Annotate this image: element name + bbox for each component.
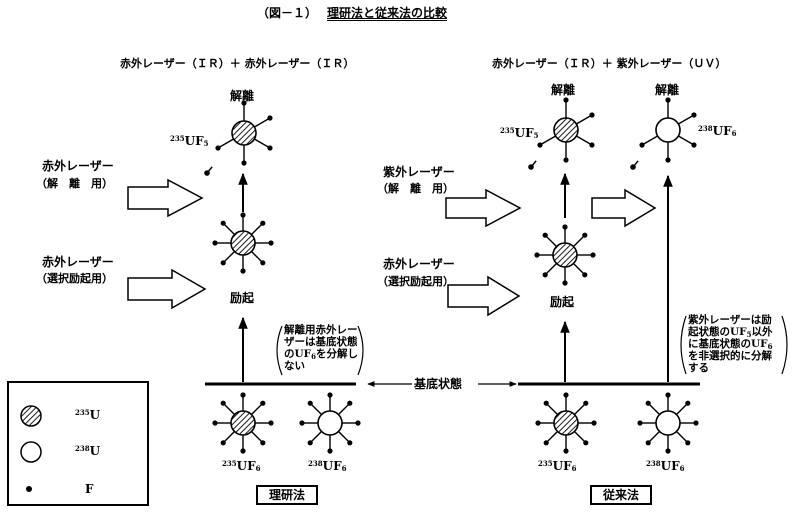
riken-note: 解離用赤外レー ザーは基底状態 のUF6を分解し ない bbox=[284, 324, 358, 372]
legend-u235-symbol bbox=[20, 405, 42, 427]
riken-mol2-label: 238UF6 bbox=[308, 459, 347, 473]
conv-mol1-label: 235UF6 bbox=[538, 459, 577, 473]
conv-released-f-atom-2 bbox=[630, 160, 639, 170]
conv-ground-uf6-238 bbox=[637, 392, 699, 454]
conv-note-bracket-left bbox=[680, 315, 687, 375]
conv-excited-molecule bbox=[534, 224, 596, 286]
conv-uf5-molecule bbox=[537, 97, 595, 163]
riken-mol1-label: 235UF6 bbox=[222, 459, 261, 473]
legend-symbols bbox=[20, 405, 42, 492]
conv-released-f-atom-1 bbox=[528, 160, 537, 170]
legend-u235-label: 235U bbox=[75, 408, 101, 422]
conv-method-label: 従来法 bbox=[590, 485, 652, 505]
conv-dissociation-right-label: 解離 bbox=[655, 83, 680, 97]
conv-uv-sub: （解 離 用） bbox=[377, 182, 454, 195]
riken-ir-excite-arrow bbox=[127, 268, 207, 310]
conv-mol2-label: 238UF6 bbox=[646, 459, 685, 473]
riken-ir-dissoc-label: 赤外レーザー bbox=[42, 159, 114, 173]
conv-note: 紫外レーザーは励 起状態のUF5以外 に基底状態のUF6 を非選択的に分解 する bbox=[688, 314, 773, 374]
conv-note-bracket-right bbox=[781, 315, 788, 375]
conv-uf5-label: 235UF5 bbox=[500, 126, 539, 140]
figure-number: （図－１） bbox=[257, 6, 318, 20]
legend-f-label: F bbox=[85, 482, 94, 496]
conv-uf6-label: 238UF6 bbox=[698, 124, 737, 138]
legend-f-symbol bbox=[26, 486, 32, 492]
ground-state-label: 基底状態 bbox=[414, 377, 463, 391]
riken-uf5-molecule bbox=[215, 100, 273, 166]
riken-ground-uf6-238 bbox=[299, 392, 361, 454]
conv-ir-excite-sub: （選択励起用） bbox=[377, 275, 454, 288]
riken-note-bracket-right bbox=[357, 325, 364, 376]
riken-method-label: 理研法 bbox=[256, 485, 318, 505]
riken-released-f-atom bbox=[204, 166, 213, 176]
legend-u238-symbol bbox=[20, 441, 42, 463]
conv-uv-arrow bbox=[445, 188, 522, 228]
riken-ground-uf6-235 bbox=[212, 392, 274, 454]
riken-laser-header: 赤外レーザー（ＩＲ）＋ 赤外レーザー（ＩＲ） bbox=[120, 57, 355, 70]
riken-ir-excite-sub: （選択励起用） bbox=[36, 272, 113, 285]
riken-dissociation-label: 解離 bbox=[230, 89, 255, 103]
riken-uf5-label: 235UF5 bbox=[170, 134, 209, 148]
conv-uv-second-arrow bbox=[591, 188, 657, 228]
conv-laser-header: 赤外レーザー（ＩＲ）＋ 紫外レーザー（ＵＶ） bbox=[492, 57, 727, 70]
conv-ir-excite-label: 赤外レーザー bbox=[383, 257, 455, 271]
conv-dissociation-left-label: 解離 bbox=[551, 83, 576, 97]
conv-ir-excite-arrow bbox=[447, 275, 521, 317]
conv-uf6-dissoc-molecule bbox=[639, 97, 697, 163]
riken-ir-dissoc-arrow bbox=[127, 178, 204, 218]
riken-note-bracket-left bbox=[276, 325, 283, 376]
riken-ir-excite-label: 赤外レーザー bbox=[42, 255, 114, 269]
riken-ir-dissoc-sub: （解 離 用） bbox=[36, 177, 113, 190]
riken-excited-molecule bbox=[212, 212, 274, 274]
conv-excitation-label: 励起 bbox=[550, 295, 575, 309]
figure-title: （図－１） 理研法と従来法の比較 bbox=[257, 7, 447, 19]
riken-excitation-label: 励起 bbox=[230, 291, 255, 305]
legend-u238-label: 238U bbox=[75, 444, 101, 458]
conv-ground-uf6-235 bbox=[535, 392, 597, 454]
legend-box: 235U 238U F bbox=[7, 381, 149, 506]
figure-title-text: 理研法と従来法の比較 bbox=[327, 6, 448, 20]
conv-uv-label: 紫外レーザー bbox=[383, 165, 455, 179]
